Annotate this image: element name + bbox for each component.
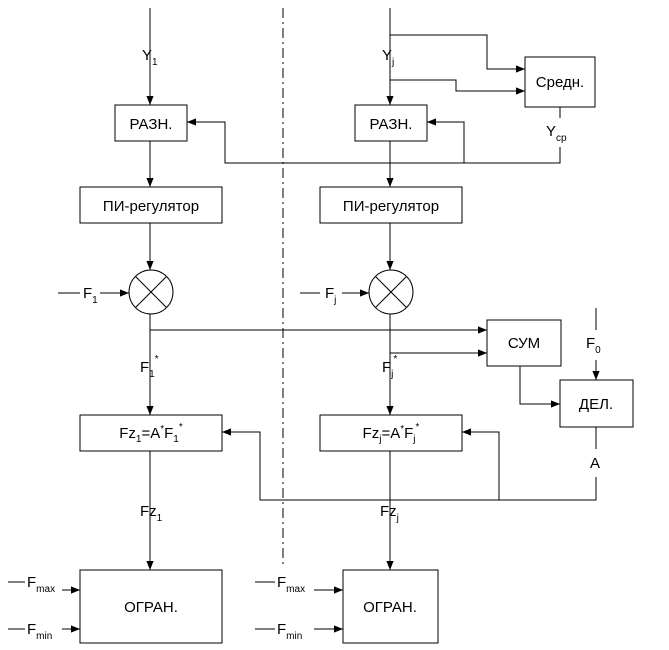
fz-formula-block-j [319,414,463,452]
fj-label: Fj [325,285,336,306]
a-to-fz1-arrow [222,428,597,501]
fmax-j-label: Fmax [277,574,305,595]
sum-block [486,319,562,367]
a-label: A [590,455,600,472]
razn-block-1 [114,104,188,142]
sredn-block [524,56,596,108]
sum-block-label: СУМ [508,335,540,352]
f1-star-label: F1* [140,354,159,380]
ogran-block-j [342,569,439,644]
f1-label: F1 [83,285,98,306]
a-to-fzj-arrow [462,428,500,500]
sum-to-del-arrow [519,366,560,408]
pi-regulator-block-j [319,186,463,224]
f0-label: F0 [586,335,601,356]
multiplier-1 [128,269,174,315]
pi-regulator-block-j-label: ПИ-регулятор [343,198,439,215]
fmax-1-label: Fmax [27,574,55,595]
fmin-1-label: Fmin [27,621,52,642]
fmin-j-label: Fmin [277,621,302,642]
razn-block-1-label: РАЗН. [130,116,173,133]
y1-label: Y1 [142,47,158,68]
ogran-block-1-label: ОГРАН. [124,599,178,616]
ycp-label: Yср [546,123,567,144]
fj-star-label: Fj* [382,354,397,380]
del-block-label: ДЕЛ. [579,396,613,413]
fz1-label: Fz1 [140,503,163,524]
fzj-label: Fzj [380,503,399,524]
sredn-block-label: Средн. [536,74,584,91]
pi-regulator-block-1 [79,186,223,224]
ogran-block-1 [79,569,223,644]
y1-to-sredn-arrow [390,34,525,73]
yj-to-sredn-arrow [390,79,525,95]
multiplier-j [368,269,414,315]
yj-label: Yj [382,47,394,68]
fz-formula-block-1-label: Fz1=A*F1* [119,422,183,445]
ycp-to-razn1-arrow [187,118,561,164]
ycp-to-raznj-arrow [427,118,465,163]
ogran-block-j-label: ОГРАН. [363,599,417,616]
del-block [559,379,634,428]
fz-formula-block-j-label: Fzj=A*Fj* [363,422,420,445]
pi-regulator-block-1-label: ПИ-регулятор [103,198,199,215]
razn-block-j-label: РАЗН. [370,116,413,133]
razn-block-j [354,104,428,142]
fz-formula-block-1 [79,414,223,452]
